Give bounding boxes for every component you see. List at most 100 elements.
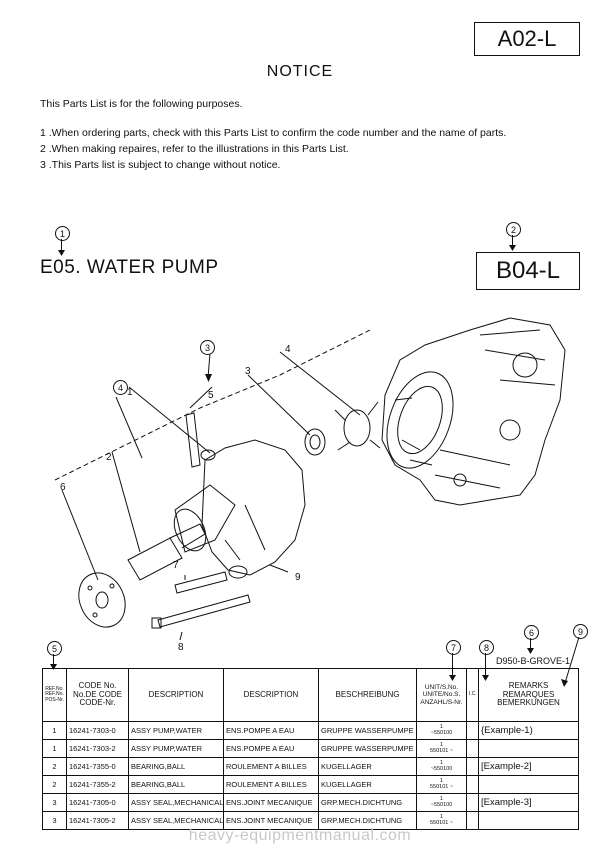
table-row: 2 16241-7355-2 BEARING,BALL ROULEMENT A …	[42, 775, 579, 794]
water-pump-diagram: 1 2 3 4 5 6 7 8 9	[54, 317, 566, 650]
part-label-1: 1	[127, 387, 133, 398]
callout-1-arrow	[58, 239, 65, 256]
row-desc-de: KUGELLAGER	[318, 757, 417, 776]
engine-housing-outline	[381, 317, 566, 506]
row-ref: 1	[42, 721, 67, 740]
table-row: 2 16241-7355-0 BEARING,BALL ROULEMENT A …	[42, 757, 579, 776]
row-code: 16241-7355-2	[66, 775, 129, 794]
bolt-long	[157, 594, 251, 628]
row-code: 16241-7303-0	[66, 721, 129, 740]
header-description-en: DESCRIPTION	[128, 668, 224, 722]
bolt-small	[174, 571, 228, 594]
row-remark: [Example-3]	[478, 793, 579, 812]
callout-3: 3	[200, 340, 215, 355]
row-remark: {Example-1)	[478, 721, 579, 740]
row-desc-fr: ENS.POMPE A EAU	[223, 739, 319, 758]
header-code: CODE No. No.DE CODE CODE-Nr.	[66, 668, 129, 722]
row-desc-en: BEARING,BALL	[128, 757, 224, 776]
row-ref: 1	[42, 739, 67, 758]
row-remark	[478, 811, 579, 830]
table-row: 3 16241-7305-0 ASSY SEAL,MECHANICAL ENS.…	[42, 793, 579, 812]
assembly-dashed-line	[54, 329, 371, 481]
row-desc-en: BEARING,BALL	[128, 775, 224, 794]
row-unit: 1~550100	[416, 793, 467, 812]
notice-item-1: 1 .When ordering parts, check with this …	[40, 127, 507, 139]
bolt-long-head	[151, 617, 162, 629]
row-remark: [Example-2]	[478, 757, 579, 776]
mechanical-seal	[304, 428, 326, 456]
callout-5: 5	[47, 641, 62, 656]
pump-body	[201, 439, 306, 576]
part-label-4: 4	[285, 344, 291, 355]
header-ref: REF.No. REF.No. POS-Nr.	[42, 668, 67, 722]
part-label-9: 9	[295, 572, 301, 583]
section-title: E05. WATER PUMP	[40, 257, 219, 278]
callout-9: 9	[573, 624, 588, 639]
pulley-flange	[78, 572, 126, 628]
part-label-7: 7	[173, 560, 179, 571]
notice-item-2: 2 .When making repaires, refer to the il…	[40, 143, 349, 155]
row-desc-de: KUGELLAGER	[318, 775, 417, 794]
watermark: heavy-equipmentmanual.com	[188, 827, 412, 844]
part-label-6: 6	[60, 482, 66, 493]
notice-title: NOTICE	[266, 63, 334, 80]
row-desc-fr: ROULEMENT A BILLES	[223, 775, 319, 794]
table-row: 1 16241-7303-2 ASSY PUMP,WATER ENS.POMPE…	[42, 739, 579, 758]
row-ic	[466, 757, 479, 776]
row-desc-de: GRUPPE WASSERPUMPE	[318, 739, 417, 758]
section-code: B04-L	[495, 257, 561, 284]
table-row: 3 16241-7305-2 ASSY SEAL,MECHANICAL ENS.…	[42, 811, 579, 830]
row-ref: 2	[42, 775, 67, 794]
row-desc-en: ASSY PUMP,WATER	[128, 721, 224, 740]
stud-bolt	[185, 412, 201, 468]
callout-2-arrow	[509, 235, 516, 251]
row-desc-en: ASSY SEAL,MECHANICAL	[128, 793, 224, 812]
header-ic: I.C.	[466, 668, 479, 722]
page-code: A02-L	[497, 26, 557, 51]
callout-2: 2	[506, 222, 521, 237]
row-desc-en: ASSY PUMP,WATER	[128, 739, 224, 758]
engine-model-code: D950-B-GROVE-1	[496, 656, 571, 666]
row-ref: 2	[42, 757, 67, 776]
row-code: 16241-7305-0	[66, 793, 129, 812]
callout-6-arrow	[527, 638, 534, 654]
row-desc-fr: ROULEMENT A BILLES	[223, 757, 319, 776]
table-header-row: REF.No. REF.No. POS-Nr. CODE No. No.DE C…	[42, 668, 579, 722]
part-label-2: 2	[106, 452, 112, 463]
callout-8: 8	[479, 640, 494, 655]
bearing-ball	[127, 537, 183, 581]
callout-5-arrow	[50, 654, 57, 670]
part-label-8: 8	[178, 642, 184, 650]
row-ic	[466, 721, 479, 740]
notice-intro: This Parts List is for the following pur…	[40, 98, 243, 110]
row-code: 16241-7355-0	[66, 757, 129, 776]
row-unit: 1~550100	[416, 757, 467, 776]
row-desc-de: GRUPPE WASSERPUMPE	[318, 721, 417, 740]
header-description-de: BESCHREIBUNG	[318, 668, 417, 722]
row-desc-de: GRP.MECH.DICHTUNG	[318, 793, 417, 812]
part-label-3: 3	[245, 366, 251, 377]
row-ic	[466, 775, 479, 794]
header-description-fr: DESCRIPTION	[223, 668, 319, 722]
row-desc-fr: ENS.JOINT MECANIQUE	[223, 811, 319, 830]
row-ic	[466, 739, 479, 758]
page-code-box: A02-L	[474, 22, 580, 56]
part-label-5: 5	[208, 390, 214, 401]
callout-4: 4	[113, 380, 128, 395]
row-code: 16241-7305-2	[66, 811, 129, 830]
row-remark	[478, 775, 579, 794]
callout-6: 6	[524, 625, 539, 640]
row-ref: 3	[42, 793, 67, 812]
row-code: 16241-7303-2	[66, 739, 129, 758]
row-unit: 1~550100	[416, 721, 467, 740]
impeller	[343, 409, 371, 447]
row-ic	[466, 793, 479, 812]
header-unit: UNIT/S.No. UNITE/No.S. ANZAHL/S-Nr.	[416, 668, 467, 722]
parts-table: REF.No. REF.No. POS-Nr. CODE No. No.DE C…	[42, 668, 579, 830]
notice-item-3: 3 .This Parts list is subject to change …	[40, 159, 281, 171]
callout-7: 7	[446, 640, 461, 655]
section-code-box: B04-L	[476, 252, 580, 290]
